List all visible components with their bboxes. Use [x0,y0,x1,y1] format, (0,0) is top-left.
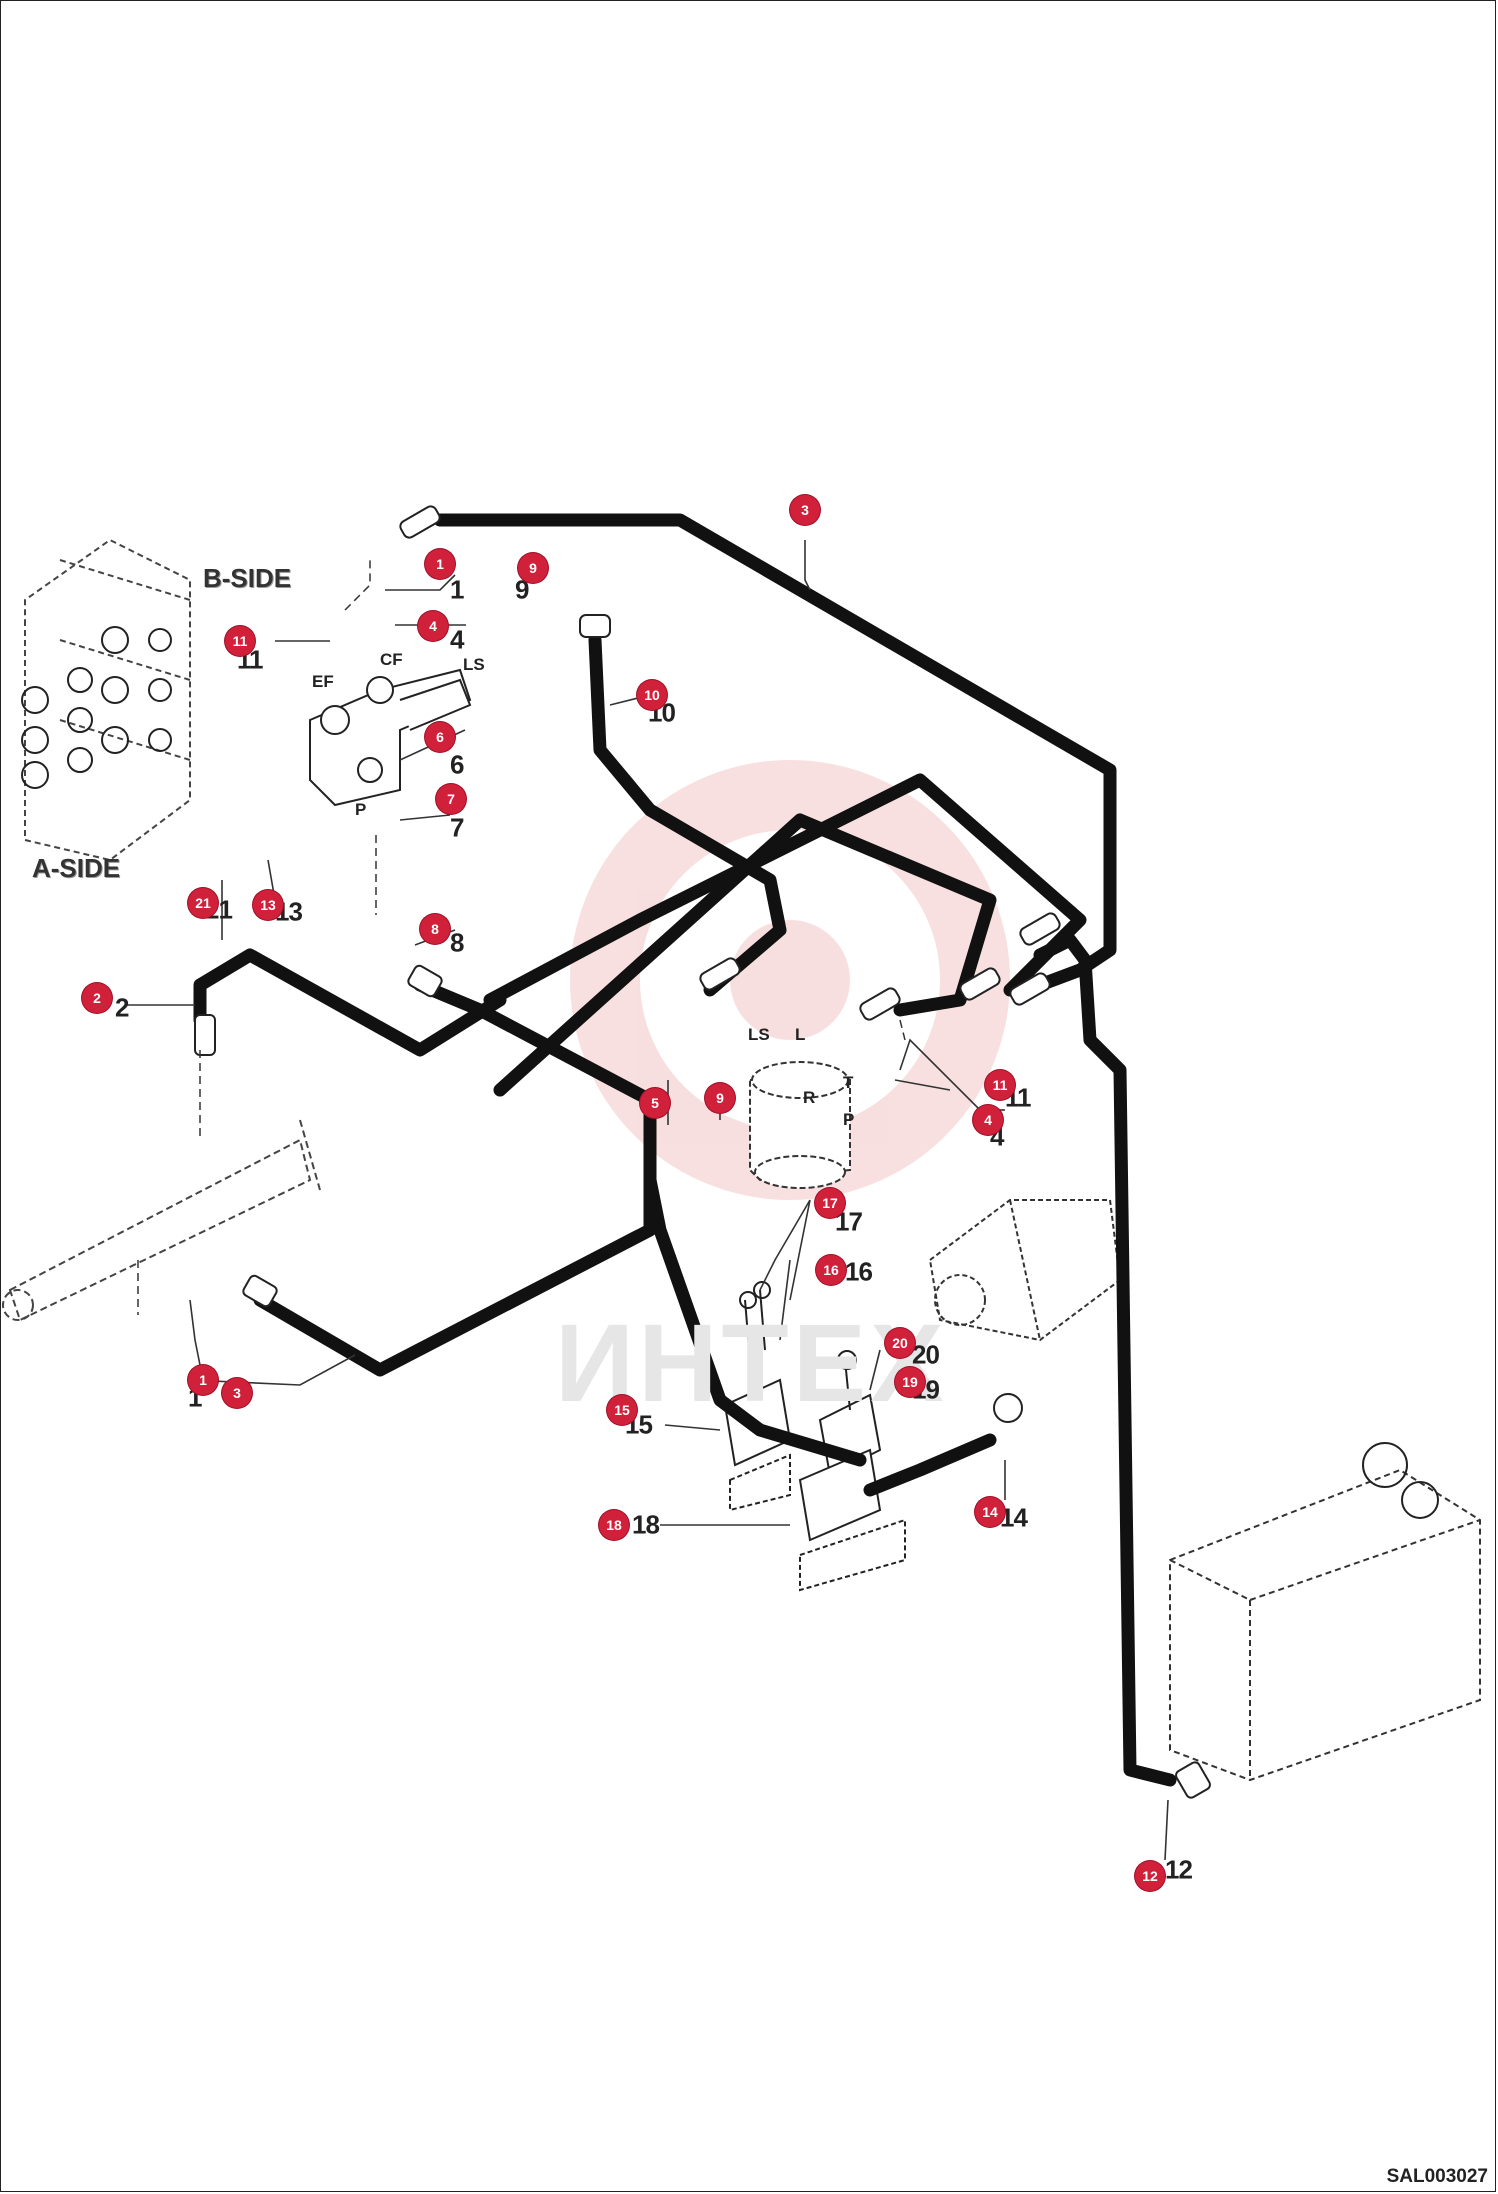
dashed-connectors [137,560,906,1315]
callout-11-mid[interactable]: 11 [985,1070,1015,1100]
callout-4-mid[interactable]: 4 [973,1105,1003,1135]
drawing-code: SAL003027 [1386,2166,1488,2187]
callout-19[interactable]: 19 [895,1367,925,1397]
control-valve-ports [21,626,172,789]
port-label-r: R [803,1088,816,1107]
callout-16[interactable]: 16 [816,1255,846,1285]
clamp-bolts [739,1281,857,1411]
callout-15[interactable]: 15 [607,1395,637,1425]
control-valve-outline [24,538,191,862]
part-label-1-top: 1 [450,574,465,605]
part-label-7: 7 [450,812,465,843]
callout-12[interactable]: 12 [1135,1861,1165,1891]
callout-1-top[interactable]: 1 [425,549,455,579]
callout-1-bottom[interactable]: 1 [188,1365,218,1395]
part-label-8: 8 [450,927,465,958]
callout-21[interactable]: 21 [188,888,218,918]
hose-fittings [194,505,1211,1799]
steering-cylinder [2,1119,321,1322]
port-label-ls-priority: LS [463,655,485,674]
hydraulic-tank [1169,1468,1481,1782]
callout-7[interactable]: 7 [436,784,466,814]
hoses [193,513,1177,1787]
hose-loop-b [493,813,997,1097]
hose-3-top [433,513,1117,992]
hose-12 [1033,933,1177,1787]
part-label-12: 12 [1165,1854,1193,1885]
callout-9-steering[interactable]: 9 [705,1083,735,1113]
callout-8[interactable]: 8 [420,914,450,944]
part-label-20: 20 [912,1339,940,1370]
part-label-6: 6 [450,749,465,780]
hose-14 [863,1433,997,1497]
callout-9-top[interactable]: 9 [518,553,548,583]
part-label-4-top: 4 [450,624,465,655]
callout-5[interactable]: 5 [640,1088,670,1118]
port-label-ef: EF [312,672,334,691]
hydraulic-pump [928,1199,1122,1342]
callout-3-bottom[interactable]: 3 [222,1378,252,1408]
callout-6[interactable]: 6 [425,722,455,752]
leader-lines [125,540,1169,1861]
part-label-9-top: 9 [515,574,530,605]
callout-17[interactable]: 17 [815,1188,845,1218]
b-side-label: B-SIDE [203,563,292,593]
part-label-18: 18 [632,1509,660,1540]
callout-13[interactable]: 13 [253,890,283,920]
callout-11-top[interactable]: 11 [225,626,255,656]
port-label-cf: CF [380,650,403,669]
callout-10[interactable]: 10 [637,680,667,710]
callout-20[interactable]: 20 [885,1328,915,1358]
callout-18[interactable]: 18 [599,1510,629,1540]
part-label-16: 16 [845,1256,873,1287]
part-label-2: 2 [115,992,130,1023]
callout-2[interactable]: 2 [82,983,112,1013]
hose-10 [588,633,787,997]
hose-3-bottom [253,1173,657,1377]
callout-4-top[interactable]: 4 [418,611,448,641]
tank-filter [1362,1442,1439,1519]
priority-valve [309,668,472,807]
hose-2 [193,948,507,1057]
port-label-p-steering: P [843,1110,855,1129]
part-label-14: 14 [1000,1502,1028,1533]
a-side-label: A-SIDE [32,853,121,883]
port-label-p-priority: P [355,800,367,819]
port-label-l: L [795,1025,806,1044]
callout-14[interactable]: 14 [975,1497,1005,1527]
port-label-t: T [843,1073,854,1092]
steering-unit [749,1061,851,1189]
port-label-ls-steering: LS [748,1025,770,1044]
callout-3-top[interactable]: 3 [790,495,820,525]
